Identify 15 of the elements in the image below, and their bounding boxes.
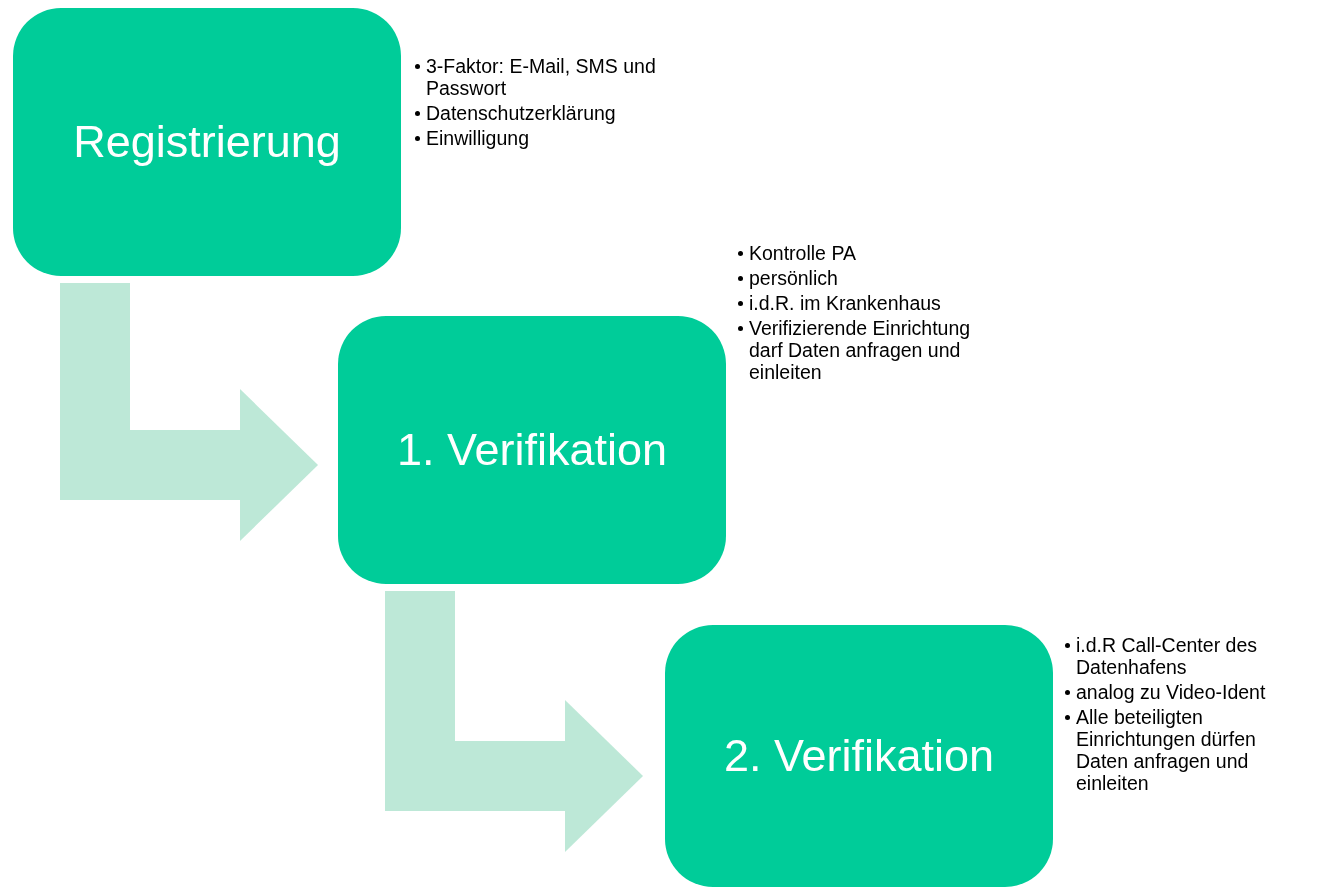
bullet-item: analog zu Video-Ident [1076, 681, 1266, 703]
bullet-item: Kontrolle PA [749, 242, 856, 264]
step-title: Registrierung [73, 116, 341, 168]
bullet-item: Einwilligung [426, 127, 529, 149]
bullet-item: Datenschutzerklärung [426, 102, 616, 124]
step-title: 2. Verifikation [723, 730, 995, 782]
bullet-item: Verifizierende Einrichtung darf Daten anfragen und einleiten [749, 317, 971, 383]
step-title: 1. Verifikation [396, 424, 668, 476]
bullet-item: 3-Faktor: E-Mail, SMS und Passwort [426, 55, 656, 99]
bullet-item: Alle beteiligten Einrichtungen dürfen Daten anfragen und einleiten [1076, 706, 1256, 794]
bullet-item: i.d.R. im Krankenhaus [749, 292, 941, 314]
process-box [338, 316, 726, 584]
process-box [13, 8, 401, 276]
bullet-item: persönlich [749, 267, 838, 289]
process-box [665, 625, 1053, 887]
